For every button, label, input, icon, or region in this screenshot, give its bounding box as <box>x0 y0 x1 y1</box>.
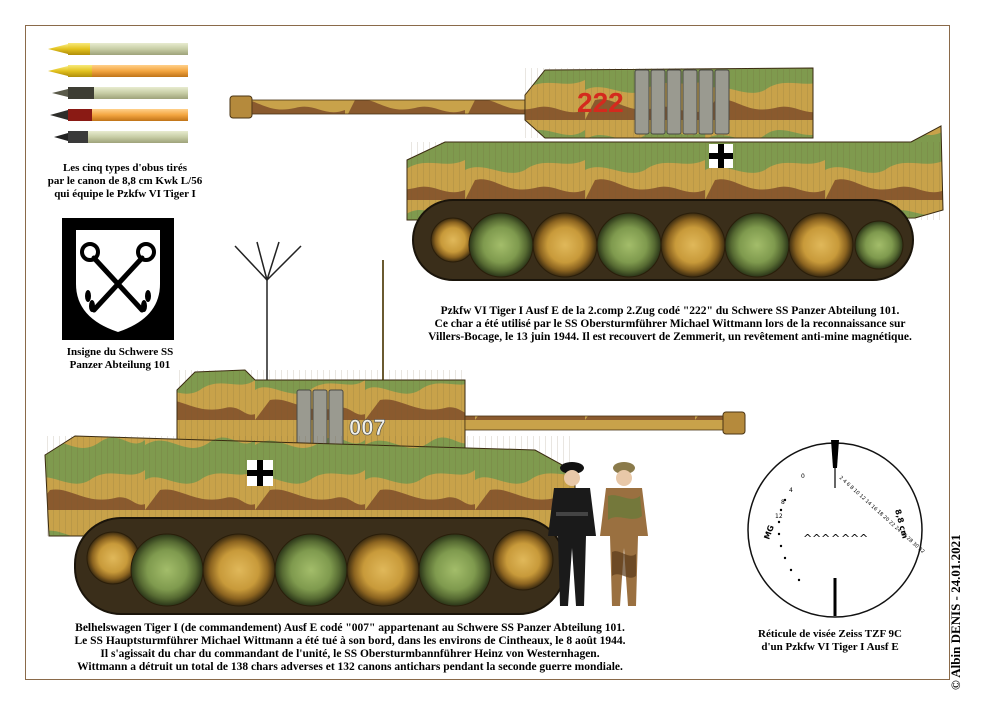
plate-frame <box>25 25 950 680</box>
shells-caption: Les cinq types d'obus tirés par le canon… <box>47 162 203 200</box>
gun-barrel <box>464 411 746 435</box>
balkenkreuz-icon <box>247 460 273 486</box>
reticle-range-left-12: 12 <box>775 513 783 520</box>
gun-barrel <box>229 95 543 119</box>
reticle-range-left-0: 0 <box>801 473 805 480</box>
svg-text:^: ^ <box>812 532 821 545</box>
reticle-chevrons: ^^^ ^^^^ <box>803 532 868 545</box>
crossed-keys-icon <box>80 242 156 313</box>
svg-text:^: ^ <box>850 532 859 545</box>
svg-text:^: ^ <box>831 532 840 545</box>
star-antenna <box>234 241 302 380</box>
reticle-caption: Réticule de visée Zeiss TZF 9C d'un Pzkf… <box>758 628 902 653</box>
shells-illustration <box>48 43 188 143</box>
oak-leaves-icon <box>85 290 151 312</box>
road-wheels <box>430 212 904 278</box>
road-wheels <box>86 529 554 607</box>
shell-3 <box>52 87 188 99</box>
shell-2 <box>48 65 188 77</box>
spare-track-links <box>634 69 730 135</box>
crew-camo-uniform <box>600 462 648 606</box>
svg-text:^: ^ <box>821 532 830 545</box>
balkenkreuz-icon <box>709 144 733 168</box>
turret-number: 222 <box>577 87 624 118</box>
reticle-range-dots <box>777 498 801 582</box>
reticle-range-left-4: 4 <box>789 487 793 494</box>
unit-insignia <box>62 218 174 340</box>
tank1-caption: Pzkfw VI Tiger I Ausf E de la 2.comp 2.Z… <box>428 305 912 343</box>
copyright: © Albin DENIS - 24.01.2021 <box>948 534 963 690</box>
shell-4 <box>50 109 188 121</box>
svg-text:^: ^ <box>803 532 812 545</box>
officer-black-uniform <box>548 462 596 606</box>
tank2-caption: Belhelswagen Tiger I (de commandement) A… <box>74 622 626 673</box>
crew-figures <box>548 462 648 606</box>
shell-1 <box>48 43 188 55</box>
tiger-222-illustration: 222 <box>229 67 944 281</box>
svg-text:^: ^ <box>859 532 868 545</box>
shell-5 <box>54 131 188 143</box>
svg-text:^: ^ <box>841 532 850 545</box>
insignia-caption: Insigne du Schwere SS Panzer Abteilung 1… <box>66 346 174 371</box>
tiger-007-illustration: 007 <box>44 241 746 615</box>
gunsight-reticle: ^^^ ^^^^ MG 0 4 8 12 2 4 6 8 10 12 14 16… <box>747 440 925 618</box>
reticle-top-post <box>831 440 839 468</box>
reticle-range-left-8: 8 <box>781 499 785 506</box>
